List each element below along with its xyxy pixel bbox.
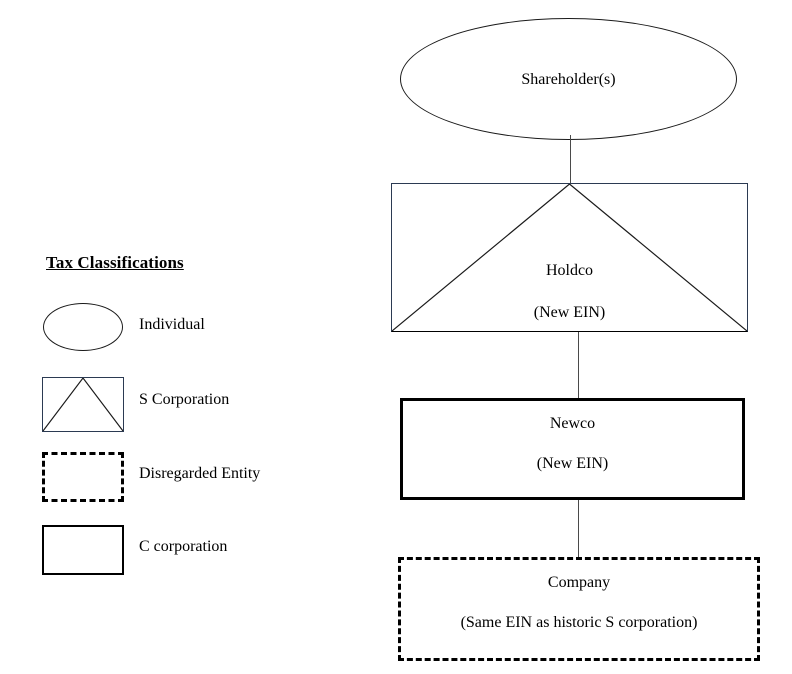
node-company-detail: (Same EIN as historic S corporation) xyxy=(460,614,698,631)
legend-dashed-rectangle-icon xyxy=(42,452,124,502)
node-holdco-detail: (New EIN) xyxy=(533,304,606,321)
node-newco-detail: (New EIN) xyxy=(536,455,609,472)
node-holdco-label: Holdco xyxy=(545,262,594,279)
node-shareholder-label: Shareholder(s) xyxy=(521,71,616,88)
legend-solid-rectangle-icon xyxy=(42,525,124,575)
node-company-label: Company xyxy=(547,574,611,591)
connector-newco-to-company xyxy=(578,500,579,558)
legend-item-label-individual: Individual xyxy=(139,316,205,333)
node-newco: Newco (New EIN) xyxy=(400,398,745,500)
legend-item-label-disregarded-entity: Disregarded Entity xyxy=(139,465,261,482)
legend-panel: Tax Classifications Individual S Corpora… xyxy=(0,0,360,674)
legend-rectangle-with-triangle-icon xyxy=(42,377,124,432)
legend-ellipse-icon xyxy=(43,303,123,351)
node-shareholder: Shareholder(s) xyxy=(400,18,737,140)
connector-holdco-to-newco xyxy=(578,332,579,399)
node-company: Company (Same EIN as historic S corporat… xyxy=(398,557,760,661)
legend-item-label-c-corporation: C corporation xyxy=(139,538,228,555)
legend-title: Tax Classifications xyxy=(46,253,184,272)
connector-shareholder-to-holdco xyxy=(570,135,571,184)
s-corporation-triangle-icon xyxy=(392,184,747,331)
node-newco-label: Newco xyxy=(549,415,596,432)
node-holdco: Holdco (New EIN) xyxy=(391,183,748,332)
legend-item-label-s-corporation: S Corporation xyxy=(139,391,230,408)
